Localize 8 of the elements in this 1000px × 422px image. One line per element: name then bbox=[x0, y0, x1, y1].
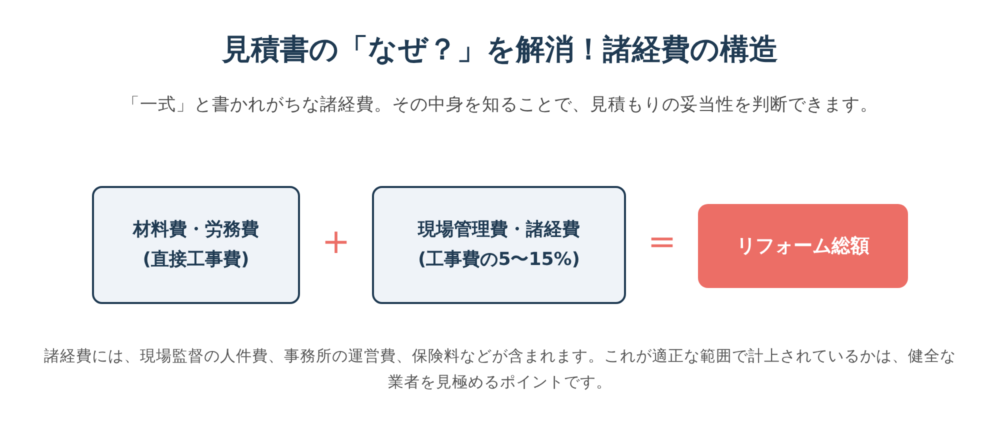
plus-sign: + bbox=[320, 222, 352, 262]
cost-box: 材料費・労務費 (直接工事費) bbox=[92, 186, 300, 304]
cost-box: 現場管理費・諸経費 (工事費の5〜15%) bbox=[372, 186, 626, 304]
equals-sign: = bbox=[646, 222, 678, 262]
total-box: リフォーム総額 bbox=[698, 204, 908, 288]
title: 見積書の「なぜ？」を解消！諸経費の構造 bbox=[220, 31, 779, 68]
caption: 諸経費には、現場監督の人件費、事務所の運営費、保険料などが含まれます。これが適正な範囲で計上されているかは、健全な業者を見極めるポイントです。 bbox=[43, 346, 957, 393]
subtitle: 「一式」と書かれがちな諸経費。その中身を知ることで、見積もりの妥当性を判断できます。 bbox=[121, 94, 879, 117]
